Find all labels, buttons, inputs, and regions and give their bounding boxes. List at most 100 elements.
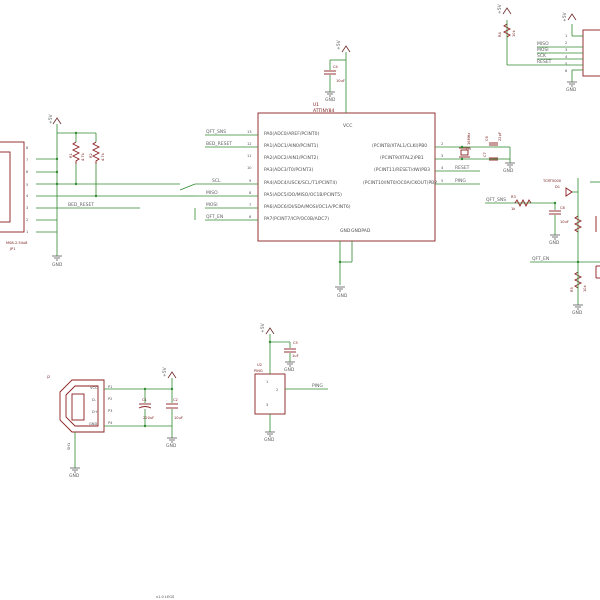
jp1-pin-1: 1	[26, 230, 28, 234]
usb-inner	[65, 385, 99, 427]
usb-connector-j2[interactable]: J2 VCC D- D+ GND P1 P2 P3 P4 SH1	[46, 375, 113, 450]
mcu-body	[257, 112, 436, 242]
supply-label-ping: +5V	[260, 322, 266, 333]
decoupling-c4[interactable]: +5V C4 10uF GND	[324, 39, 351, 103]
jp1-pin-6: 6	[26, 170, 29, 174]
isp-pin-1: 1	[565, 34, 567, 38]
supply-label-usb: +5V	[162, 366, 168, 377]
mcu-u1[interactable]: U1 ATTINY84 VCC GND GNDPAD PA0(ADC0/AREF…	[247, 102, 444, 242]
mcu-value: ATTINY84	[313, 108, 334, 114]
ping-pin-2: 2	[276, 388, 278, 392]
qtr-sensor[interactable]: TCRT5000 D1	[485, 178, 600, 310]
mcu-pin-pb1: (PCINT9/XTAL2)PB1	[380, 155, 424, 161]
mcu-pin-pa4: PA4(ADC4/USCK/SCL/T1/PCINT4)	[264, 180, 337, 186]
isp-pin-5: 5	[565, 62, 567, 66]
usb-name: J2	[46, 375, 50, 379]
jp1-pin-3: 3	[26, 206, 28, 210]
net-reset-isp: RESET	[537, 59, 552, 65]
net-mosi-isp: MOSI	[537, 47, 549, 53]
supply-label-isp-r4: +5V	[497, 3, 503, 14]
ping-sensor-u2[interactable]: U2 PING 1 2 3	[254, 363, 286, 415]
mcu-pinnum-6: 6	[249, 215, 252, 219]
supply-label-jp1: +5V	[48, 113, 54, 124]
net-qft-en-qtr: QFT_EN	[532, 256, 549, 262]
net-bed-reset-mcu: BED_RESET	[206, 141, 232, 147]
isp-labels: MISO MOSI SCK RESET +5V +5V R4 10k GND	[497, 3, 577, 93]
partial-component-right	[590, 181, 600, 279]
jp1-value: M08-2.54x8	[6, 241, 28, 245]
mcu-pin-pa5: PA5(ADC5/DO/MISO/OC1B/PCINT5)	[264, 192, 342, 198]
jp1-name: JP1	[9, 247, 16, 251]
usb-pad-p3: P3	[108, 409, 112, 413]
c8-value: 10uF	[560, 220, 569, 224]
footer-label: v1.0 LEGS	[156, 595, 175, 599]
mcu-pinnum-10: 10	[247, 166, 252, 170]
mcu-pinnum-7: 7	[249, 203, 251, 207]
resistor-r5	[573, 271, 583, 289]
mcu-pinnum-12: 12	[247, 142, 252, 146]
mcu-name: U1	[313, 102, 319, 108]
mcu-pin-pa1: PA1(ADC1/AIN0/PCINT1)	[264, 143, 318, 149]
usb-pin-vcc: VCC	[90, 386, 98, 390]
gnd-label-c4: GND	[325, 97, 336, 103]
r2-value: 4.7k	[101, 152, 105, 161]
qtr-labels: QFT_SNS QFT_EN R3 1k C8 10uF R5 10k GND …	[486, 195, 587, 316]
r4-name: R4	[498, 32, 502, 37]
resistor-r5-top	[573, 215, 583, 233]
q1-value: 16MHz	[467, 133, 471, 145]
mcu-pin-pa6: PA6(ADC6/DI/SDA/MOSI/OC1A/PCINT6)	[264, 204, 351, 210]
isp-pin-3: 3	[565, 48, 567, 52]
isp-wiring	[502, 7, 583, 87]
mcu-pinnum-2: 2	[441, 142, 443, 146]
ping-pin-1: 1	[266, 380, 268, 384]
c4-value: 10uF	[336, 79, 345, 83]
q1-name: Q1	[466, 147, 471, 151]
crystal-q1[interactable]: 16MHz Q1 C6 22pF C7 GND	[459, 132, 515, 174]
mcu-left-net-labels: QFT_SNS BED_RESET SCL MISO MOSI QFT_EN	[206, 129, 232, 220]
r1-name: R1	[69, 153, 73, 158]
ping-value: PING	[254, 369, 263, 373]
net-scl-mcu: SCL	[212, 178, 221, 184]
isp-pin-4: 4	[565, 55, 568, 59]
jp1-pin-5: 5	[26, 183, 28, 187]
net-qft-sns-mcu: QFT_SNS	[206, 129, 226, 135]
r3-value: 1k	[511, 207, 516, 211]
gnd-label-isp: GND	[566, 87, 577, 93]
usb-pin-dm: D-	[92, 398, 97, 402]
r3-name: R3	[511, 195, 516, 199]
ping-labels: +5V C5 1uF PING GND GND	[260, 322, 323, 443]
connector-jp1-wiring	[36, 131, 180, 261]
jp1-pin-7: 7	[26, 158, 28, 162]
mcu-pinnum-3: 3	[441, 154, 443, 158]
net-reset-mcu: RESET	[455, 165, 470, 171]
mcu-left-wires	[179, 134, 258, 221]
net-ping-u2: PING	[312, 383, 323, 389]
c5-name: C5	[293, 341, 298, 345]
r5-name: R5	[570, 287, 574, 292]
connector-jp1[interactable]: 8 7 6 5 4 3 2 1 M08-2.54x8 JP1	[0, 141, 29, 251]
mcu-pin-pa3: PA3(ADC3/T0/PCINT3)	[264, 167, 313, 173]
usb-wiring	[70, 371, 178, 473]
connector-jp1-pullups[interactable]: R1 4.7k R2 4.7k +5V BED_RESET GND	[48, 113, 105, 268]
r1-value: 4.7k	[81, 152, 85, 161]
gnd-label-usb-caps: GND	[166, 443, 177, 449]
mcu-pinnum-8: 8	[249, 191, 252, 195]
mcu-pinnum-11: 11	[247, 154, 252, 158]
mcu-pin-pa0: PA0(ADC0/AREF/PCINT0)	[264, 131, 320, 137]
mcu-pin-pb2: (PCINT10/INT0/OC0A/CKOUT)PB2	[363, 180, 437, 186]
supply-arrow-c4	[341, 45, 351, 53]
c7-name: C7	[483, 152, 487, 157]
net-sck-isp: SCK	[537, 53, 547, 59]
resistor-r2	[91, 141, 101, 164]
r2-name: R2	[89, 153, 93, 158]
usb-shield: SH1	[67, 443, 71, 450]
mcu-pin-pb3: (PCINT11/RESET/dW)PB3	[374, 167, 430, 173]
r5-value: 10k	[583, 284, 587, 292]
usb-pad-p2: P2	[108, 397, 112, 401]
mcu-pin-pa2: PA2(ADC2/AIN1/PCINT2)	[264, 155, 318, 161]
jp1-pin-4: 4	[26, 194, 29, 198]
gnd-label-usb: GND	[69, 473, 80, 479]
mcu-vcc-label: VCC	[343, 123, 352, 129]
